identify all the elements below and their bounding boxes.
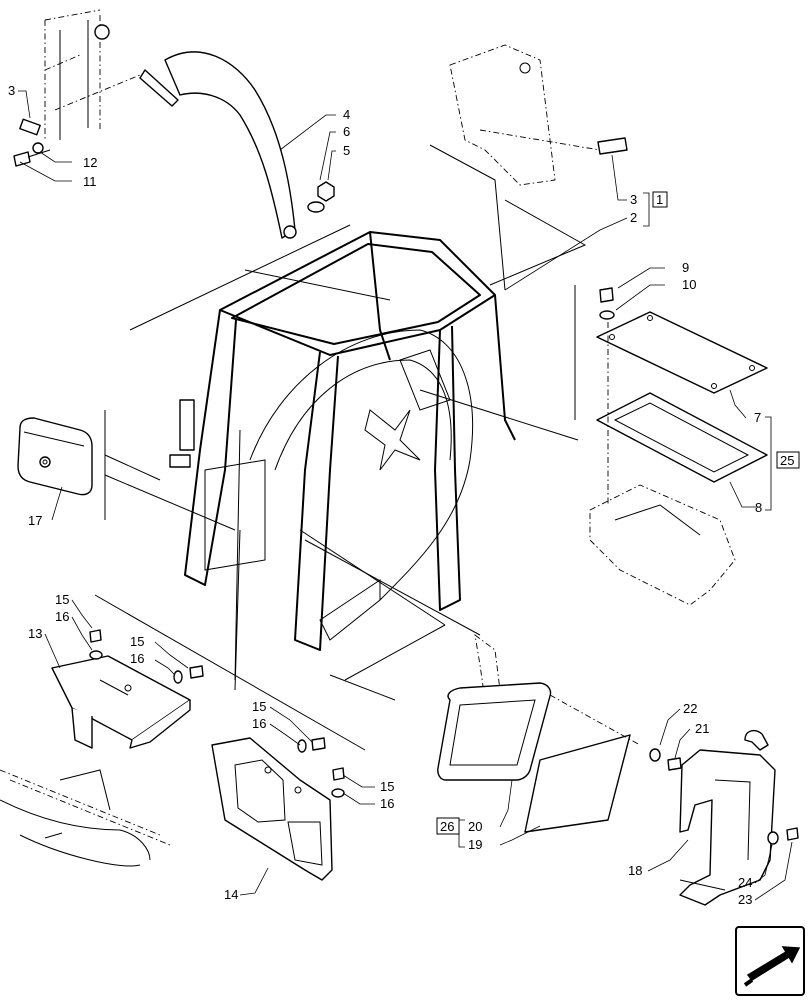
gasket	[596, 392, 768, 483]
explosion-lines	[94, 144, 587, 751]
mount-bracket	[51, 655, 191, 749]
callout-16-c: 16	[252, 716, 266, 731]
callout-9: 9	[682, 260, 689, 275]
callout-26: 26	[440, 819, 454, 834]
nut-washer	[307, 181, 335, 213]
callout-18: 18	[628, 863, 642, 878]
cover-plate	[596, 311, 768, 394]
rear-post-bracket	[449, 44, 628, 186]
callout-13: 13	[28, 626, 42, 641]
fender-stop-pad	[139, 51, 297, 239]
side-light	[17, 417, 93, 496]
callout-21: 21	[695, 721, 709, 736]
callout-14: 14	[224, 887, 238, 902]
next-page-arrow-icon[interactable]	[735, 926, 805, 996]
callout-17: 17	[28, 513, 42, 528]
callout-3-right: 3	[630, 192, 637, 207]
ref-box-26[interactable]	[436, 817, 460, 835]
callout-4: 4	[343, 107, 350, 122]
callout-15-c: 15	[252, 699, 266, 714]
callout-22: 22	[683, 701, 697, 716]
callout-15-d: 15	[380, 779, 394, 794]
callout-16-d: 16	[380, 796, 394, 811]
bolt-washer-right	[599, 287, 615, 320]
callout-labels: 3 12 11 4 6 5 3 2 1 9 10 7 8 25 17 15 16…	[8, 83, 800, 907]
callout-15-a: 15	[55, 592, 69, 607]
mount-plate	[211, 737, 333, 881]
callout-15-b: 15	[130, 634, 144, 649]
ref-box-1[interactable]	[652, 191, 668, 208]
callout-7: 7	[754, 410, 761, 425]
callout-2: 2	[630, 210, 637, 225]
leader-lines	[18, 90, 793, 901]
hinge-bracket-left	[13, 9, 141, 167]
callout-3-left: 3	[8, 83, 15, 98]
callout-8: 8	[755, 500, 762, 515]
callout-24: 24	[738, 875, 752, 890]
callout-20: 20	[468, 819, 482, 834]
fender-housing	[589, 322, 736, 606]
callout-5: 5	[343, 143, 350, 158]
callout-19: 19	[468, 837, 482, 852]
bolts-lower-left	[89, 629, 345, 798]
cab-frame	[169, 231, 516, 651]
callout-16-b: 16	[130, 651, 144, 666]
cover-panel	[524, 694, 641, 833]
callout-23: 23	[738, 892, 752, 907]
callout-12: 12	[83, 155, 97, 170]
callout-1: 1	[656, 192, 663, 207]
callout-16-a: 16	[55, 609, 69, 624]
callout-11: 11	[83, 174, 97, 189]
bolts-lower-right	[649, 748, 799, 845]
floor-step	[0, 769, 171, 867]
callout-25: 25	[780, 453, 794, 468]
callout-6: 6	[343, 124, 350, 139]
support-bracket	[679, 729, 776, 906]
window-seal	[437, 633, 552, 781]
callout-10: 10	[682, 277, 696, 292]
ref-box-25[interactable]	[776, 451, 800, 469]
